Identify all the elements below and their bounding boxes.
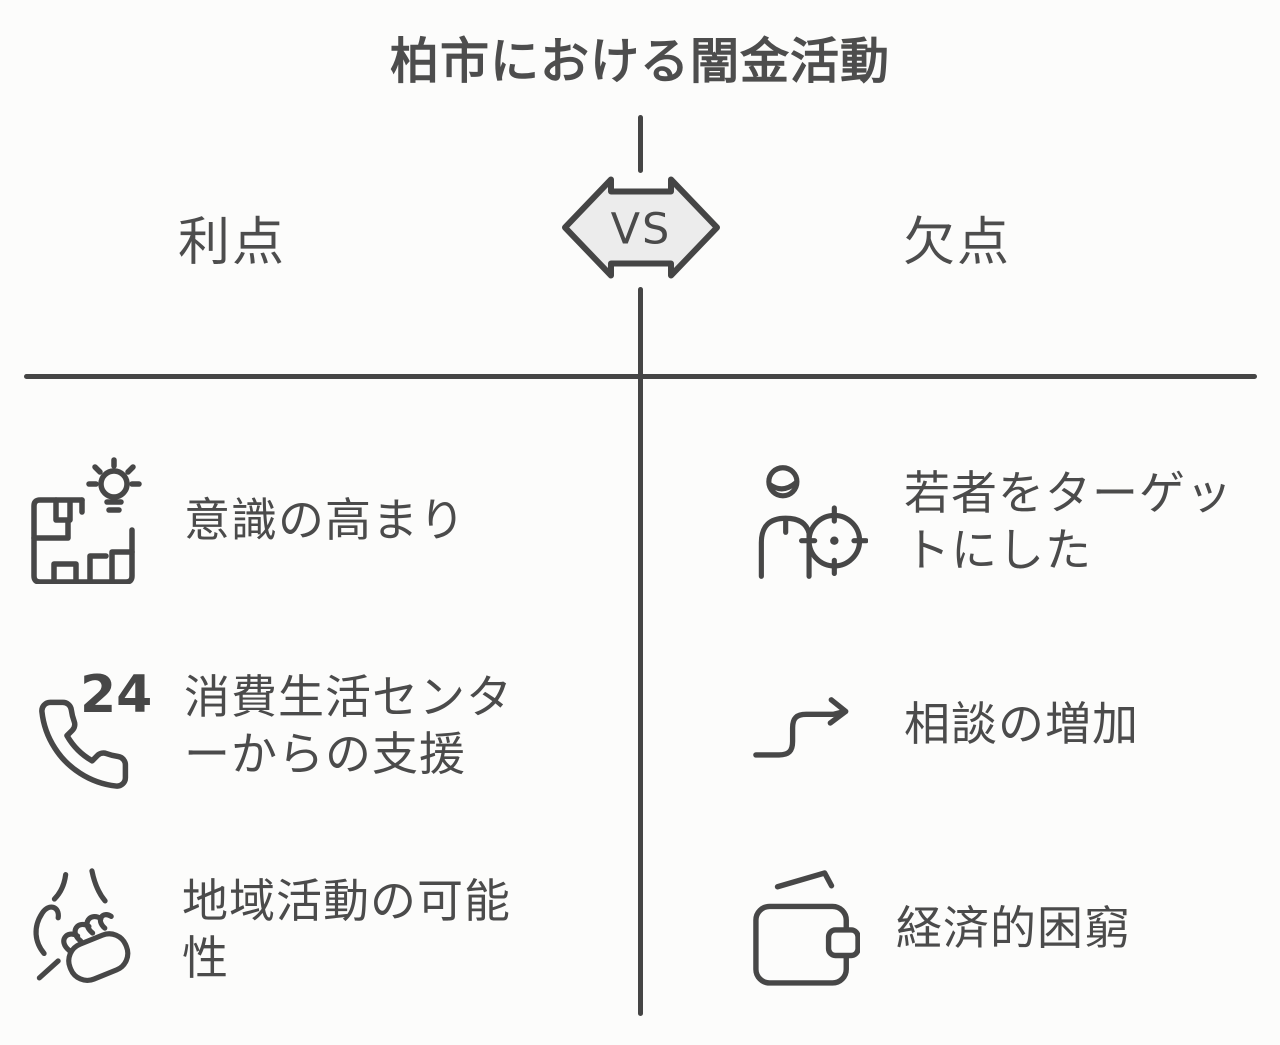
pros-item: 意識の高まり	[30, 450, 466, 590]
vs-arrows-icon: VS	[562, 176, 720, 279]
vs-badge-label: VS	[611, 205, 672, 255]
pros-header: 利点	[178, 214, 287, 272]
cons-item: 経済的困窮	[752, 856, 1131, 1000]
item-label: 経済的困窮	[896, 901, 1131, 954]
svg-text:24: 24	[80, 665, 152, 725]
pros-item: 24 消費生活センタ ーからの支援	[30, 653, 513, 799]
item-label: 地域活動の可能 性	[182, 875, 511, 984]
item-label: 若者をターゲッ トにした	[904, 467, 1233, 576]
item-label: 意識の高まり	[184, 493, 466, 546]
vertical-divider	[638, 287, 643, 1016]
item-label: 相談の増加	[904, 697, 1139, 750]
person-target-icon	[752, 460, 868, 584]
cons-item: 若者をターゲッ トにした	[752, 452, 1233, 592]
vs-badge: VS	[560, 168, 722, 287]
floor-plan-lightbulb-icon	[30, 456, 154, 584]
item-label: 消費生活センタ ーからの支援	[184, 671, 513, 780]
page-title: 柏市における闇金活動	[389, 35, 890, 89]
phone-24-support-icon: 24	[30, 660, 154, 792]
pros-item: 地域活動の可能 性	[30, 857, 511, 1003]
cons-header: 欠点	[903, 214, 1012, 272]
wallet-icon	[752, 866, 860, 990]
rising-step-arrow-icon	[752, 685, 868, 763]
connector-line-top	[638, 115, 643, 173]
cons-item: 相談の増加	[752, 652, 1139, 796]
hands-teamwork-icon	[30, 864, 152, 996]
horizontal-divider	[24, 374, 1257, 379]
